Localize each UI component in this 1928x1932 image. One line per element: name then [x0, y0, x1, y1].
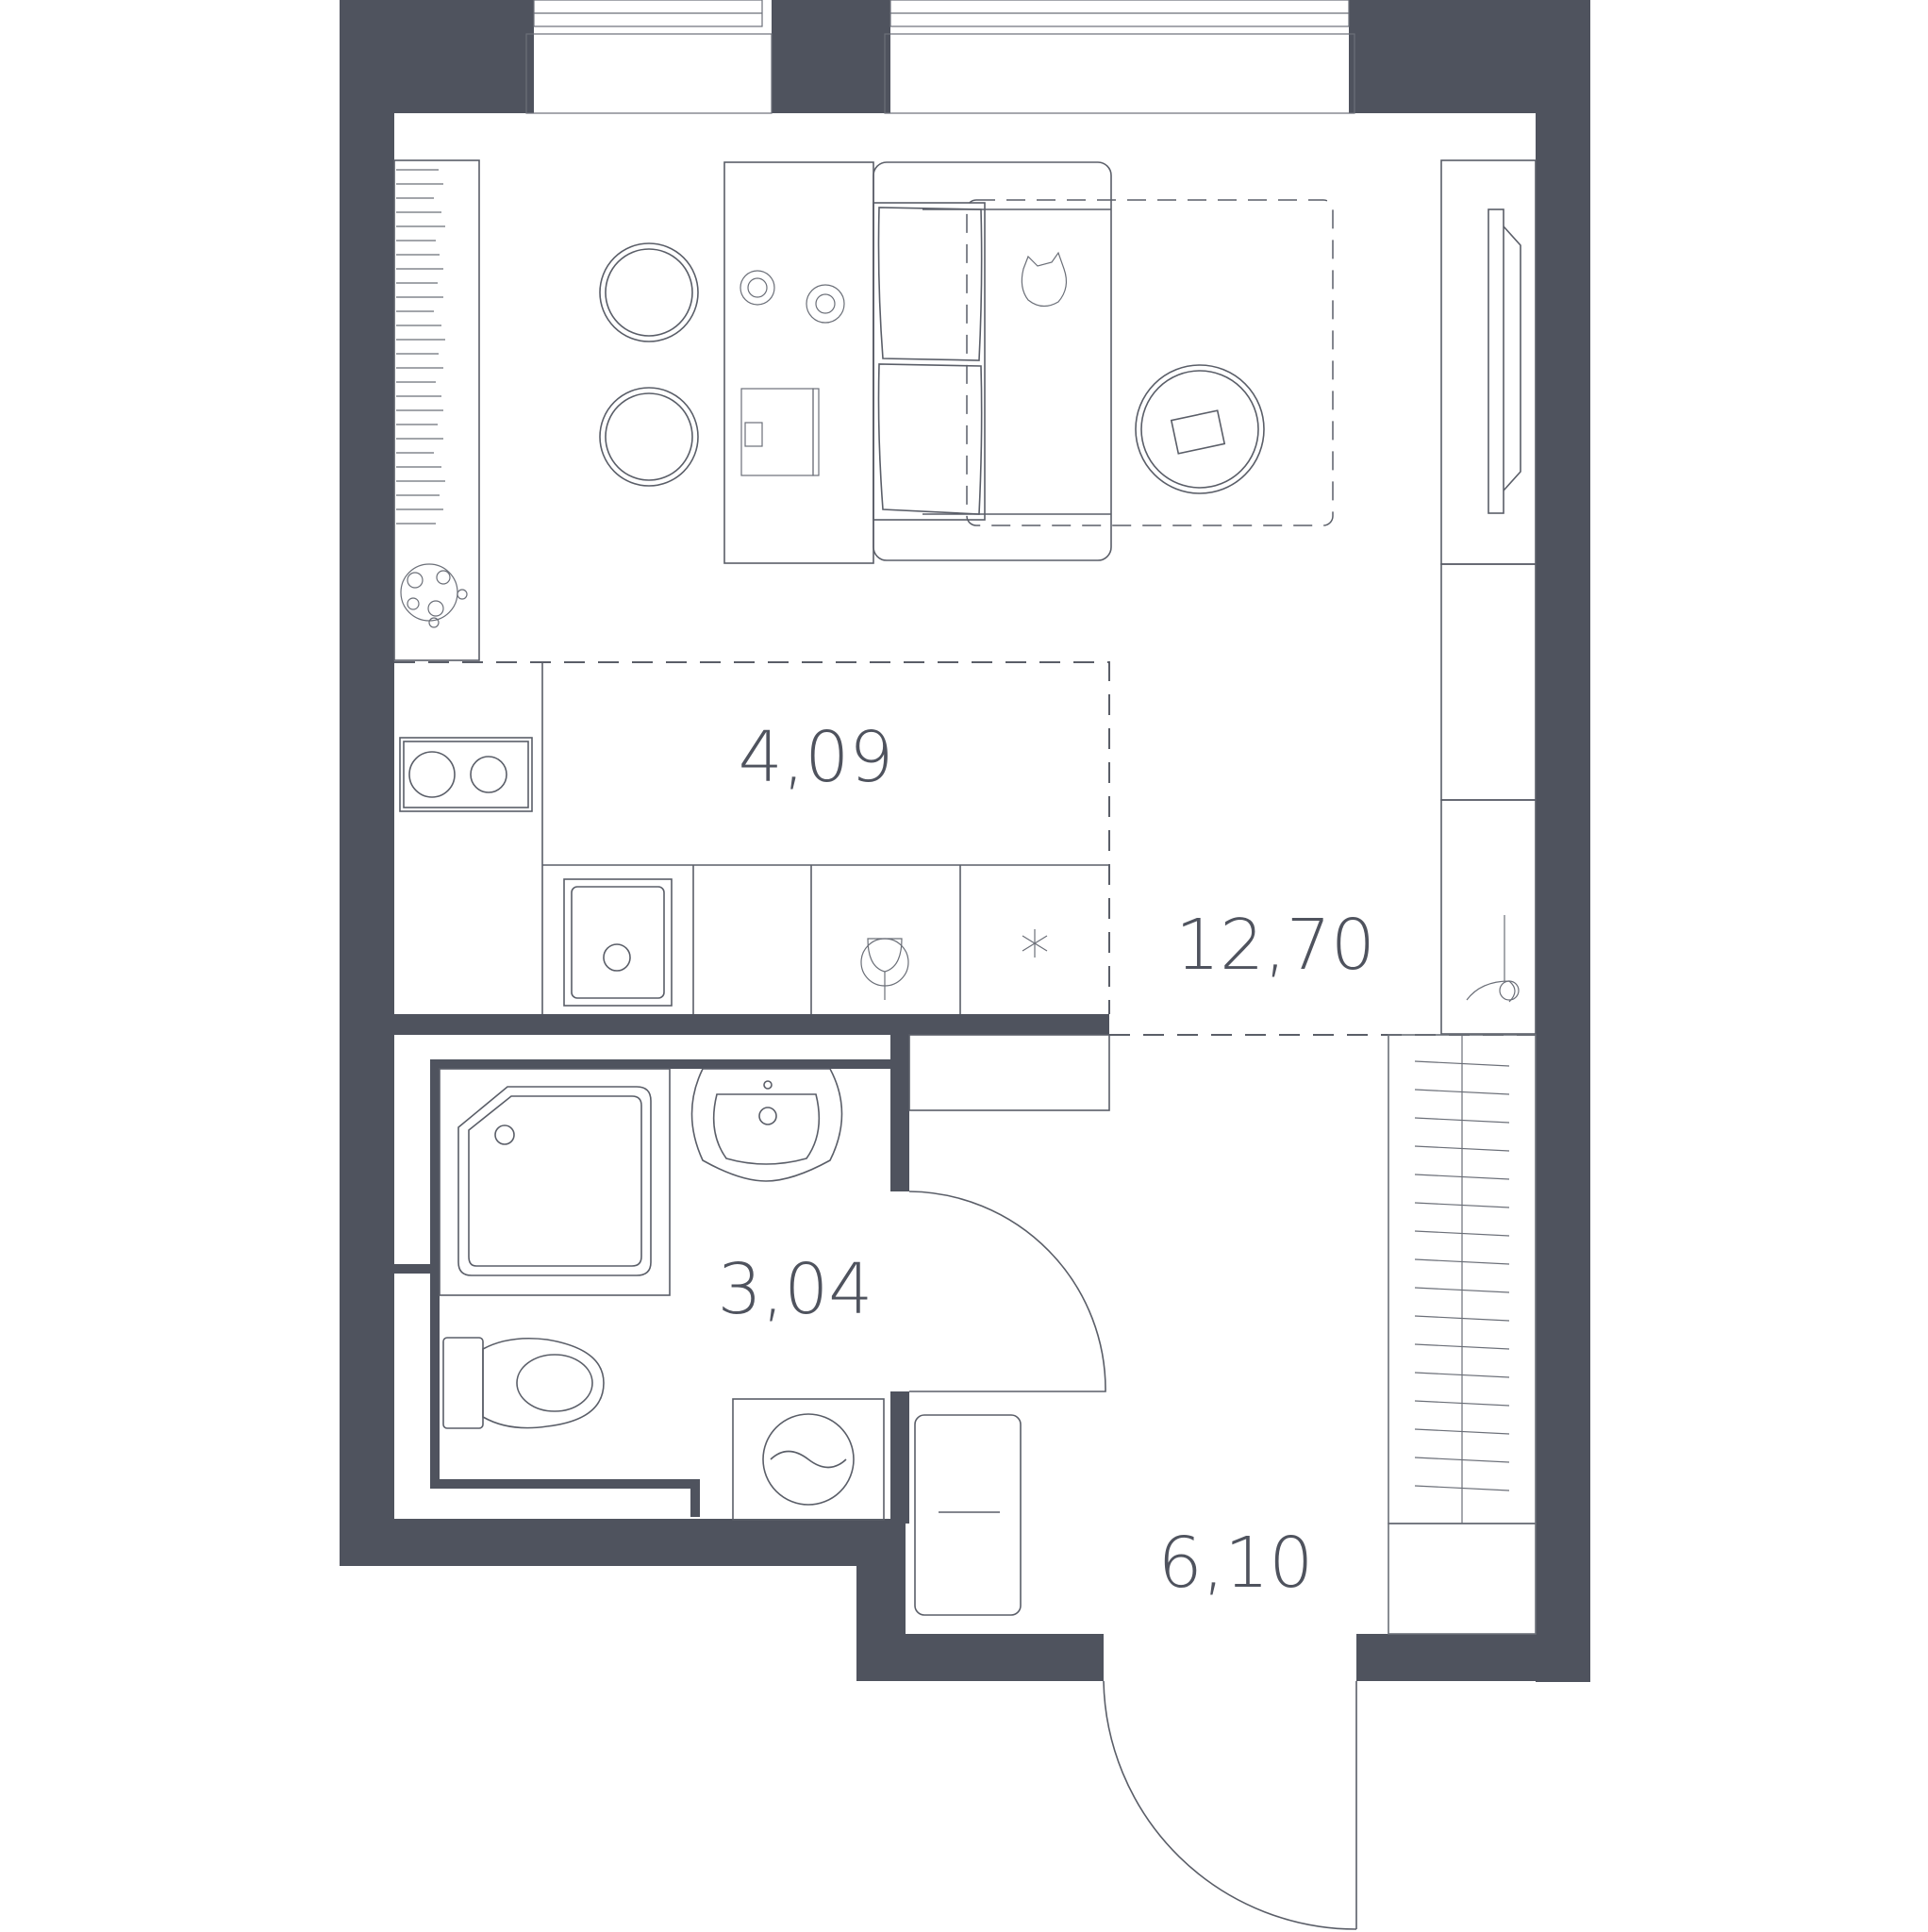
dining-chair-icon: [599, 242, 699, 487]
kitchen-area-label: 4,09: [739, 717, 894, 798]
snowflake-icon: [1022, 929, 1048, 958]
washing-machine-icon: [732, 1398, 885, 1521]
bathroom-furniture: [439, 1068, 885, 1521]
cup-icon: [740, 270, 845, 324]
washbasin-icon: [690, 1068, 843, 1182]
bathroom-door-icon: [908, 1191, 1106, 1392]
cat-icon: [1021, 251, 1068, 308]
coffee-table-icon: [1135, 364, 1265, 494]
shelf-icon: [908, 1034, 1110, 1111]
entrance-door-icon: [1103, 1680, 1357, 1930]
books-icon: [396, 169, 445, 525]
cooktop-icon: [399, 737, 533, 812]
sink-icon: [563, 878, 673, 1007]
laptop-icon: [740, 388, 820, 476]
kitchen-furniture: [394, 661, 1110, 1014]
rug-icon: [966, 199, 1334, 526]
hall-furniture: [908, 1034, 1537, 1930]
kitchen-zone: [394, 661, 1110, 1014]
living-furniture: [393, 159, 1537, 1035]
bench-icon: [914, 1414, 1022, 1616]
bookshelf-icon: [393, 159, 480, 661]
hanger-icon: [1466, 915, 1520, 1003]
windows: [525, 0, 1355, 114]
cabinet-icon: [1440, 563, 1537, 801]
living-area-label: 12,70: [1175, 905, 1375, 986]
cabinet-icon: [1440, 799, 1537, 1035]
hall-area-label: 6,10: [1158, 1523, 1314, 1604]
tv-icon: [1440, 159, 1537, 565]
shower-icon: [439, 1068, 671, 1296]
wardrobe-icon: [1388, 1034, 1537, 1635]
plant-icon: [400, 563, 468, 628]
wine-glass-icon: [860, 938, 909, 1000]
desk-icon: [723, 161, 874, 564]
bathroom-area-label: 3,04: [718, 1249, 873, 1330]
sofa-icon: [873, 161, 1112, 561]
walls: [340, 0, 1590, 1682]
toilet-icon: [442, 1337, 605, 1429]
